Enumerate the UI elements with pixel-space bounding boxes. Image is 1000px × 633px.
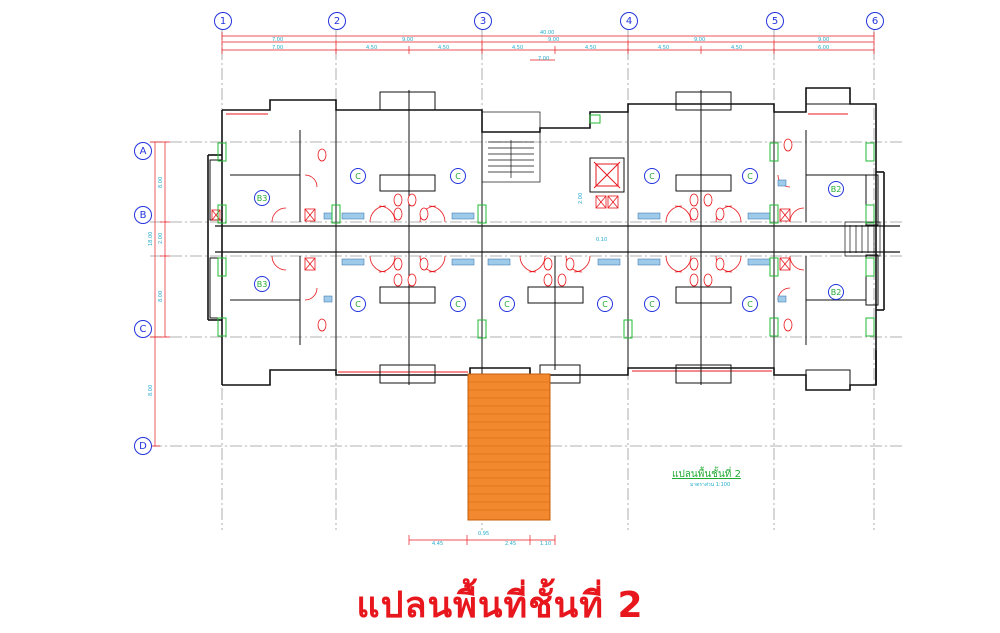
room-tag: C (450, 168, 466, 184)
windows (217, 114, 875, 339)
sheet-title: แปลนพื้นชั้นที่ 2 (672, 469, 741, 480)
grid-row-c: C (134, 320, 152, 338)
dim-left-total: 18.00 (148, 231, 154, 246)
room-tag: C (644, 296, 660, 312)
dim-top-1: 9.00 (694, 37, 706, 43)
partitions (209, 87, 879, 391)
dim-bottom: 1.10 (540, 541, 552, 547)
sheet-scale: มาตราส่วน 1:100 (690, 482, 731, 488)
dim-left: 2.00 (158, 232, 164, 244)
grid-column-5: 5 (766, 12, 784, 30)
room-tag: C (350, 168, 366, 184)
dim-top-2: 4.50 (731, 45, 743, 51)
room-tag: C (742, 168, 758, 184)
building-walls (207, 87, 885, 391)
dim-top-1: 9.00 (402, 37, 414, 43)
room-tag: C (597, 296, 613, 312)
dim-left: 8.00 (148, 384, 154, 396)
dim-top-2: 7.00 (272, 45, 284, 51)
room-tag: C (350, 296, 366, 312)
dimension-lines (150, 32, 875, 545)
bath-fixtures (323, 179, 787, 303)
grid-column-3: 3 (474, 12, 492, 30)
grid-column-1: 1 (214, 12, 232, 30)
grid-column-4: 4 (620, 12, 638, 30)
dim-top-2: 4.50 (658, 45, 670, 51)
toilets (317, 138, 793, 332)
stair-top (481, 111, 541, 183)
lift-shaft (589, 157, 625, 193)
dim-top-2: 4.50 (512, 45, 524, 51)
dim-bottom-mid: 0.95 (478, 531, 490, 537)
room-tag: B2 (828, 284, 844, 300)
dim-left: 8.00 (158, 290, 164, 302)
dim-top-2: 4.50 (585, 45, 597, 51)
dim-bottom: 2.45 (505, 541, 517, 547)
dim-top-2: 6.00 (818, 45, 830, 51)
dim-top-1: 7.00 (272, 37, 284, 43)
dim-stair: 7.00 (538, 56, 550, 62)
door-swings (271, 174, 805, 301)
dim-top-1: 9.00 (548, 37, 560, 43)
room-tag: C (499, 296, 515, 312)
red-x-marks (211, 195, 791, 271)
dim-top-1: 9.00 (818, 37, 830, 43)
grid-row-d: D (134, 437, 152, 455)
dim-lift: 0.10 (596, 237, 608, 243)
dim-top-2: 4.50 (366, 45, 378, 51)
corridor (215, 225, 900, 253)
grid-row-b: B (134, 206, 152, 224)
dim-bottom: 4.45 (432, 541, 444, 547)
page-caption: แปลนพื้นที่ชั้นที่ 2 (356, 585, 644, 626)
grid-column-2: 2 (328, 12, 346, 30)
room-tag: B2 (828, 181, 844, 197)
room-tag: C (742, 296, 758, 312)
room-tag: B3 (254, 276, 270, 292)
dim-total-top: 40.00 (540, 30, 555, 36)
grid-row-a: A (134, 142, 152, 160)
room-tag: B3 (254, 190, 270, 206)
dim-left: 8.00 (158, 176, 164, 188)
entrance-ramp (467, 373, 551, 521)
dim-lift-side: 2.00 (578, 192, 584, 204)
room-tag: C (644, 168, 660, 184)
dim-top-2: 4.50 (438, 45, 450, 51)
grid-column-6: 6 (866, 12, 884, 30)
room-tag: C (450, 296, 466, 312)
stair-right (844, 221, 881, 257)
